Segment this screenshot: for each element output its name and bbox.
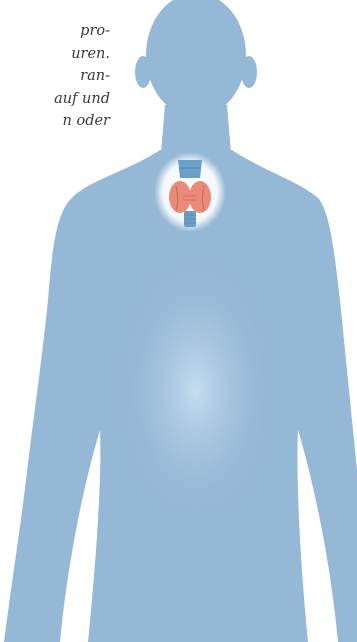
larynx-icon [178,160,202,178]
trachea-icon [184,211,196,227]
torso-highlight [116,255,276,525]
